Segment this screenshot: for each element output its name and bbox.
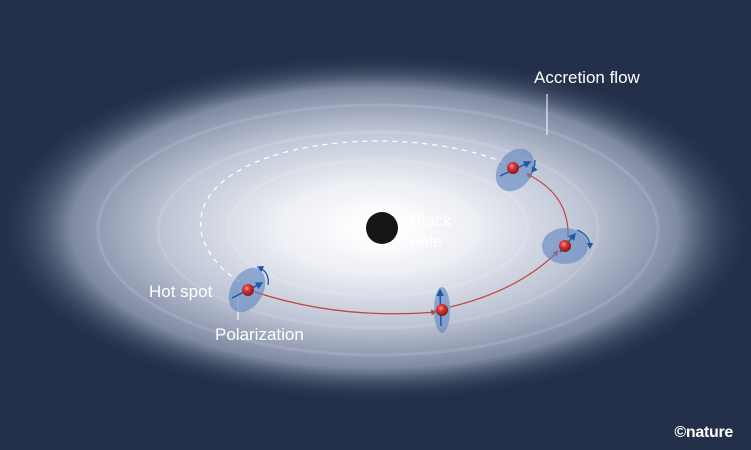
polarization-label: Polarization <box>215 325 304 344</box>
hot-spot-label: Hot spot <box>149 282 213 301</box>
accretion-flow-label: Accretion flow <box>534 68 640 87</box>
hot-spot-3 <box>542 228 594 264</box>
orbit-dashed <box>199 140 511 283</box>
nature-credit: ©nature <box>674 424 733 441</box>
black-hole-label-line2: hole <box>410 232 443 251</box>
hot-spot-1 <box>228 266 269 313</box>
black-hole-label-line1: Black <box>410 211 452 230</box>
orbit-path-2 <box>449 250 559 308</box>
hot-spot-2 <box>434 287 450 333</box>
disk-streaks <box>96 103 660 357</box>
orbit-path-1 <box>254 291 438 316</box>
black-hole <box>366 212 398 244</box>
hot-spot-4 <box>495 148 538 192</box>
